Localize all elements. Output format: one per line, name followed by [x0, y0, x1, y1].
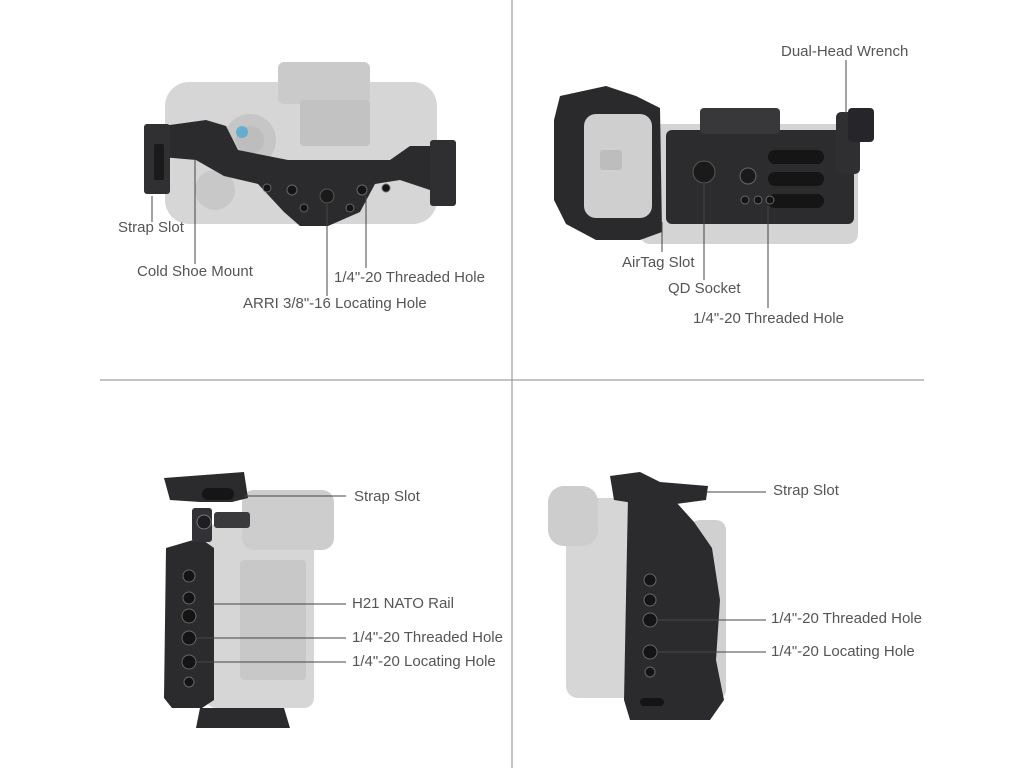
cage-top-handle-right: [610, 472, 708, 504]
qd-socket: [692, 160, 716, 184]
cage-grip-side: [624, 496, 724, 720]
right-side-illustration: [548, 472, 766, 720]
callout-threaded-hole-right: 1/4"-20 Threaded Hole: [771, 610, 922, 627]
left-side-illustration: [164, 472, 346, 728]
callout-threaded-hole-top: 1/4"-20 Threaded Hole: [334, 269, 485, 286]
callout-locating-hole-left: 1/4"-20 Locating Hole: [352, 653, 496, 670]
bottom-view-illustration: [554, 60, 874, 308]
top-view-illustration: [144, 62, 456, 296]
right-clamp: [430, 140, 456, 206]
callout-airtag-slot: AirTag Slot: [622, 254, 695, 271]
callout-cold-shoe-mount: Cold Shoe Mount: [137, 263, 253, 280]
callout-strap-slot-left: Strap Slot: [354, 488, 420, 505]
callout-strap-slot-right: Strap Slot: [773, 482, 839, 499]
callout-threaded-hole-left: 1/4"-20 Threaded Hole: [352, 629, 503, 646]
callout-strap-slot-top: Strap Slot: [118, 219, 184, 236]
camera-right-ghost: [566, 498, 642, 698]
callout-nato-rail: H21 NATO Rail: [352, 595, 454, 612]
cage-top-plate: [148, 120, 452, 226]
callout-qd-socket: QD Socket: [668, 280, 741, 297]
callout-threaded-hole-bottom: 1/4"-20 Threaded Hole: [693, 310, 844, 327]
viewfinder-ghost: [278, 62, 370, 104]
callout-arri-locating-hole: ARRI 3/8"-16 Locating Hole: [243, 295, 427, 312]
callout-dual-head-wrench: Dual-Head Wrench: [781, 43, 909, 60]
callout-locating-hole-right: 1/4"-20 Locating Hole: [771, 643, 915, 660]
